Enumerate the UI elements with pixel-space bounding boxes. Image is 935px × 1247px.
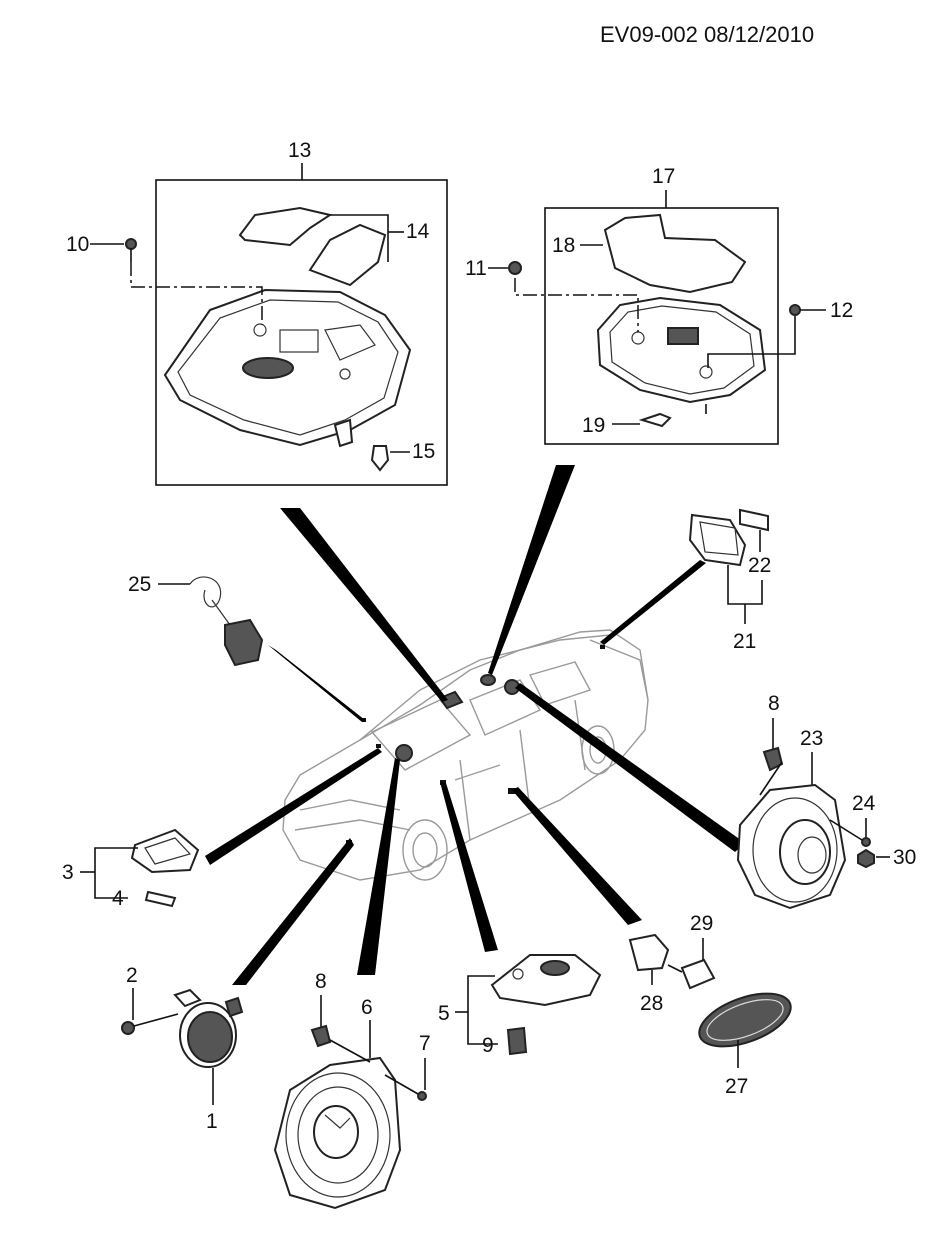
- lamp-part-5: [490, 954, 602, 1007]
- callout-4: 4: [112, 887, 124, 910]
- horn-bracket: [173, 988, 202, 1008]
- callout-5: 5: [438, 1002, 450, 1025]
- socket-part-9: [506, 1026, 528, 1056]
- screw-part-24: [861, 837, 871, 847]
- callout-30: 30: [893, 846, 916, 869]
- lens-part-14b: [308, 223, 387, 287]
- document-date: 08/12/2010: [703, 22, 815, 47]
- callout-25: 25: [128, 573, 151, 596]
- callout-13: 13: [288, 139, 311, 162]
- lens-part-18: [603, 213, 747, 294]
- callout-14: 14: [406, 220, 430, 243]
- callout-7: 7: [419, 1032, 431, 1055]
- screw-part-12: [789, 304, 801, 316]
- callout-3: 3: [62, 861, 74, 884]
- callout-11: 11: [465, 257, 487, 280]
- screw-part-10: [125, 238, 137, 250]
- callout-9: 9: [482, 1034, 494, 1057]
- callout-29: 29: [690, 912, 713, 935]
- callout-8-right: 8: [768, 692, 780, 715]
- nut-part-30: [857, 848, 875, 869]
- sensor-group-25: 25: [128, 573, 264, 667]
- bulb-part-4: [144, 890, 177, 908]
- side-marker-group: 28 29 27: [628, 912, 792, 1098]
- detail-box-17: 17 18 11 12 19: [465, 165, 853, 445]
- trim-lamp-group: 5 9: [438, 954, 602, 1057]
- callout-24: 24: [852, 792, 876, 815]
- rear-speaker-group: 8 23 24 30: [736, 692, 916, 910]
- bulb-part-22: [739, 508, 769, 532]
- sensor-wire-25: [189, 576, 222, 608]
- clip-part-11: [508, 261, 522, 275]
- screw-part-7: [417, 1091, 427, 1101]
- bolt-part-2: [121, 1021, 135, 1035]
- callout-1: 1: [206, 1110, 218, 1133]
- clip-part-8-right: [762, 746, 784, 772]
- detail-box-13: 13 14 10 15: [66, 139, 448, 486]
- car-location-markers: [346, 645, 605, 846]
- callout-12: 12: [830, 299, 853, 322]
- socket-part-28: [628, 933, 670, 972]
- bulb-part-15: [370, 445, 390, 472]
- callout-6: 6: [361, 996, 373, 1019]
- document-header: EV09-002 08/12/2010: [600, 22, 900, 48]
- callout-8-left: 8: [315, 970, 327, 993]
- clip-part-8-left: [310, 1024, 332, 1048]
- callout-10: 10: [66, 233, 89, 256]
- callout-17: 17: [652, 165, 675, 188]
- callout-21: 21: [733, 630, 756, 653]
- side-marker-lens-27: [698, 992, 792, 1048]
- horn-group: 2 1: [121, 964, 244, 1133]
- callout-23: 23: [800, 727, 823, 750]
- bulb-part-29: [680, 958, 716, 990]
- bulb-part-19: [638, 412, 672, 428]
- location-leaders: [205, 465, 745, 985]
- document-id: EV09-002: [600, 22, 698, 47]
- trunk-lamp-group: 22 21: [688, 508, 771, 653]
- callout-27: 27: [725, 1075, 748, 1098]
- callout-18: 18: [552, 234, 575, 257]
- callout-22: 22: [748, 554, 771, 577]
- callout-28: 28: [640, 992, 663, 1015]
- car-outline: [282, 629, 649, 881]
- callout-15: 15: [412, 440, 435, 463]
- front-speaker-group: 8 6 7: [273, 970, 431, 1210]
- lamp-part-3: [130, 828, 200, 874]
- callout-2: 2: [126, 964, 138, 987]
- sensor-connector-25: [224, 618, 264, 667]
- map-lamp-group: 3 4: [62, 828, 200, 910]
- lens-part-14a: [238, 206, 333, 247]
- callout-19: 19: [582, 414, 605, 437]
- dome-lamp: [596, 296, 767, 404]
